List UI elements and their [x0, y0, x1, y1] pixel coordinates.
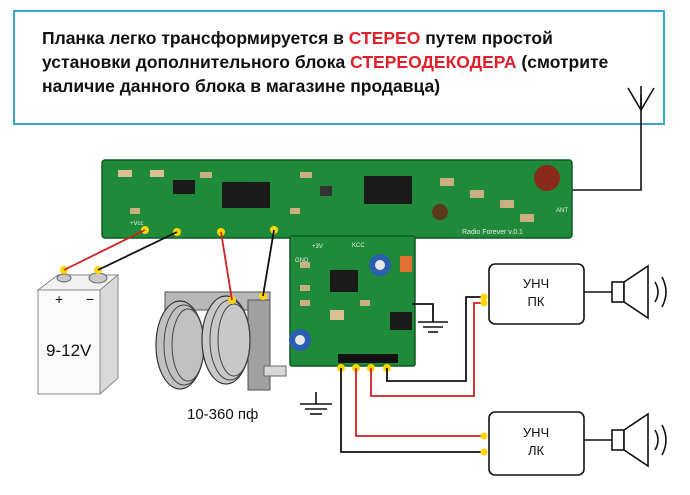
- caption-highlight-stereo: СТЕРЕО: [348, 28, 421, 48]
- main-board: Radio Forever v.0.1 ANT KCC +3V GND +Vcc: [101, 159, 573, 372]
- power-wires: [63, 229, 275, 301]
- board-3v-label: +3V: [312, 244, 323, 250]
- board-gnd-label: GND: [295, 258, 309, 264]
- board-vcc-label: +Vcc: [130, 221, 144, 227]
- ground-symbol-capacitor: [300, 392, 332, 415]
- speaker-icon: [611, 264, 667, 320]
- battery-minus: −: [86, 291, 94, 307]
- speaker-icon: [611, 412, 667, 468]
- output-wires: [340, 296, 484, 453]
- amplifier-pc: УНЧ ПК: [488, 263, 612, 325]
- board-kcc-label: KCC: [352, 243, 365, 249]
- amp-lc-line2: ЛК: [528, 443, 545, 458]
- caption-text: Планка легко трансформируется в СТЕРЕО п…: [42, 26, 642, 98]
- variable-capacitor: 10-360 пф: [155, 291, 287, 423]
- caption-part-2: путем простой установки дополнительного …: [42, 28, 553, 72]
- caption-box: Планка легко трансформируется в СТЕРЕО п…: [13, 10, 665, 125]
- amplifier-lc: УНЧ ЛК: [488, 411, 612, 476]
- battery: + − 9-12V: [36, 266, 120, 396]
- caption-part-3: (смотрите наличие данного блока в магази…: [42, 52, 609, 96]
- amp-lc-line1: УНЧ: [523, 425, 549, 440]
- caption-part-1: Планка легко трансформируется в: [42, 28, 349, 48]
- board-ant-label: ANT: [556, 208, 568, 214]
- caption-highlight-decoder: СТЕРЕОДЕКОДЕРА: [350, 52, 517, 72]
- antenna-icon: [565, 86, 655, 191]
- board-brand: Radio Forever v.0.1: [462, 229, 523, 236]
- battery-plus: +: [55, 291, 63, 307]
- amp-pc-line2: ПК: [528, 294, 545, 309]
- battery-label: 9-12V: [46, 341, 92, 360]
- capacitor-label: 10-360 пф: [187, 406, 258, 423]
- amp-pc-line1: УНЧ: [523, 276, 549, 291]
- ground-symbol-board: [418, 321, 448, 333]
